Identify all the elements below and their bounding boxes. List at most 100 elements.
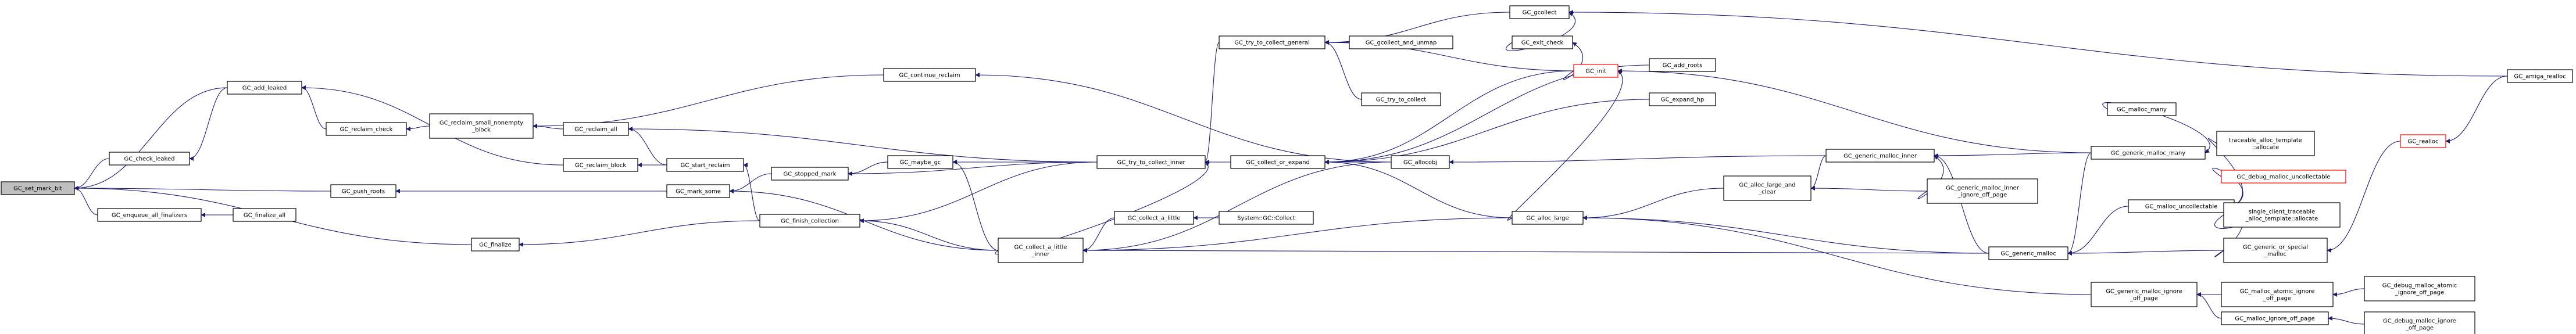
- function-node-box[interactable]: [1512, 35, 1573, 49]
- function-node-box[interactable]: [2507, 69, 2573, 83]
- function-node[interactable]: GC_generic_malloc_inner_ignore_off_page: [1927, 178, 2038, 204]
- function-node-box[interactable]: [2221, 311, 2329, 325]
- call-edge: [301, 85, 327, 130]
- function-node-box[interactable]: [759, 214, 860, 228]
- function-node[interactable]: GC_enqueue_all_finalizers: [97, 208, 202, 222]
- function-node[interactable]: GC_finalize: [471, 238, 520, 252]
- function-node-box[interactable]: [1114, 211, 1194, 225]
- function-node-box[interactable]: [1349, 35, 1453, 49]
- function-node[interactable]: GC_maybe_gc: [887, 155, 953, 169]
- function-node[interactable]: System::GC::Collect: [1219, 211, 1314, 225]
- function-node-box[interactable]: [2400, 134, 2446, 148]
- function-node-box[interactable]: [666, 158, 744, 172]
- function-node[interactable]: GC_try_to_collect_general: [1219, 35, 1325, 49]
- function-node-box[interactable]: [1723, 175, 1812, 201]
- function-node-box[interactable]: [2364, 311, 2475, 334]
- function-node[interactable]: GC_reclaim_block: [563, 158, 638, 172]
- function-node[interactable]: GC_malloc_atomic_ignore_off_page: [2221, 282, 2334, 307]
- function-node-box[interactable]: [883, 68, 976, 82]
- function-node[interactable]: GC_add_roots: [1649, 58, 1716, 72]
- function-node-box[interactable]: [1573, 64, 1619, 78]
- function-node-box[interactable]: [2223, 238, 2328, 263]
- function-node[interactable]: GC_expand_hp: [1649, 92, 1716, 106]
- function-node[interactable]: GC_malloc_uncollectable: [2128, 199, 2235, 213]
- function-node-box[interactable]: [1361, 92, 1441, 106]
- function-node-box[interactable]: [1096, 155, 1206, 169]
- function-node[interactable]: single_client_traceable_alloc_template::…: [2223, 202, 2341, 228]
- function-node[interactable]: GC_init: [1573, 64, 1619, 78]
- function-node-box[interactable]: [97, 208, 202, 222]
- function-node-box[interactable]: [2216, 131, 2315, 156]
- function-node[interactable]: GC_finish_collection: [759, 214, 860, 228]
- function-node-box[interactable]: [471, 238, 520, 252]
- function-node-box[interactable]: [1649, 92, 1716, 106]
- function-node[interactable]: GC_amiga_realloc: [2507, 69, 2573, 83]
- function-node-box[interactable]: [998, 238, 1084, 263]
- function-node[interactable]: GC_allocobj: [1391, 155, 1450, 169]
- function-node-box[interactable]: [330, 184, 396, 198]
- function-node-box[interactable]: [233, 208, 296, 222]
- function-node[interactable]: GC_generic_malloc_ignore_off_page: [2091, 282, 2198, 307]
- function-node[interactable]: GC_continue_reclaim: [883, 68, 976, 82]
- function-node[interactable]: GC_exit_check: [1512, 35, 1573, 49]
- function-node[interactable]: GC_alloc_large: [1512, 211, 1584, 225]
- function-node-box[interactable]: [666, 184, 730, 198]
- function-node[interactable]: GC_generic_malloc_inner: [1825, 149, 1935, 163]
- function-node[interactable]: GC_try_to_collect_inner: [1096, 155, 1206, 169]
- function-node[interactable]: GC_start_reclaim: [666, 158, 744, 172]
- function-node[interactable]: GC_finalize_all: [233, 208, 296, 222]
- function-node-box[interactable]: [1927, 178, 2038, 204]
- function-node[interactable]: GC_check_leaked: [109, 152, 190, 166]
- function-node[interactable]: GC_generic_malloc_many: [2091, 146, 2206, 160]
- function-node[interactable]: GC_add_leaked: [227, 81, 302, 95]
- function-node[interactable]: traceable_alloc_template::allocate: [2216, 131, 2315, 156]
- function-node-box[interactable]: [563, 122, 629, 136]
- function-node-box[interactable]: [2364, 276, 2475, 301]
- function-node[interactable]: GC_collect_or_expand: [1230, 155, 1325, 169]
- function-node[interactable]: GC_debug_malloc_ignore_off_page: [2364, 311, 2475, 334]
- function-node-box[interactable]: [2221, 170, 2346, 184]
- function-node-box[interactable]: [1230, 155, 1325, 169]
- function-node[interactable]: GC_reclaim_small_nonempty_block: [429, 113, 534, 139]
- function-node[interactable]: GC_malloc_many: [2107, 102, 2177, 116]
- function-node[interactable]: GC_malloc_ignore_off_page: [2221, 311, 2329, 325]
- function-node-box[interactable]: [429, 113, 534, 139]
- function-node-box[interactable]: [1, 181, 75, 195]
- function-node-box[interactable]: [2091, 146, 2206, 160]
- function-node-box[interactable]: [326, 122, 407, 136]
- function-node-box[interactable]: [1649, 58, 1716, 72]
- function-node[interactable]: GC_push_roots: [330, 184, 396, 198]
- function-node-box[interactable]: [227, 81, 302, 95]
- function-node[interactable]: GC_generic_or_special_malloc: [2223, 238, 2328, 263]
- function-node[interactable]: GC_realloc: [2400, 134, 2446, 148]
- function-node[interactable]: GC_set_mark_bit: [1, 181, 75, 195]
- function-node-box[interactable]: [1391, 155, 1450, 169]
- function-node[interactable]: GC_debug_malloc_atomic_ignore_off_page: [2364, 276, 2475, 301]
- function-node-box[interactable]: [887, 155, 953, 169]
- function-node-box[interactable]: [1509, 5, 1570, 19]
- function-node-box[interactable]: [2223, 202, 2341, 228]
- function-node-box[interactable]: [563, 158, 638, 172]
- function-node-box[interactable]: [2091, 282, 2198, 307]
- function-node[interactable]: GC_alloc_large_and_clear: [1723, 175, 1812, 201]
- function-node[interactable]: GC_reclaim_all: [563, 122, 629, 136]
- function-node[interactable]: GC_generic_malloc: [1988, 246, 2068, 260]
- function-node-box[interactable]: [2221, 282, 2334, 307]
- function-node-box[interactable]: [109, 152, 190, 166]
- function-node-box[interactable]: [771, 167, 849, 181]
- function-node[interactable]: GC_reclaim_check: [326, 122, 407, 136]
- function-node[interactable]: GC_gcollect_and_unmap: [1349, 35, 1453, 49]
- function-node[interactable]: GC_collect_a_little_inner: [998, 238, 1084, 263]
- function-node[interactable]: GC_gcollect: [1509, 5, 1570, 19]
- function-node[interactable]: GC_try_to_collect: [1361, 92, 1441, 106]
- function-node[interactable]: GC_collect_a_little: [1114, 211, 1194, 225]
- function-node[interactable]: GC_debug_malloc_uncollectable: [2221, 170, 2346, 184]
- function-node-box[interactable]: [1219, 35, 1325, 49]
- function-node-box[interactable]: [2107, 102, 2177, 116]
- function-node-box[interactable]: [1988, 246, 2068, 260]
- function-node-box[interactable]: [1219, 211, 1314, 225]
- function-node[interactable]: GC_stopped_mark: [771, 167, 849, 181]
- function-node-box[interactable]: [1825, 149, 1935, 163]
- function-node-box[interactable]: [1512, 211, 1584, 225]
- function-node[interactable]: GC_mark_some: [666, 184, 730, 198]
